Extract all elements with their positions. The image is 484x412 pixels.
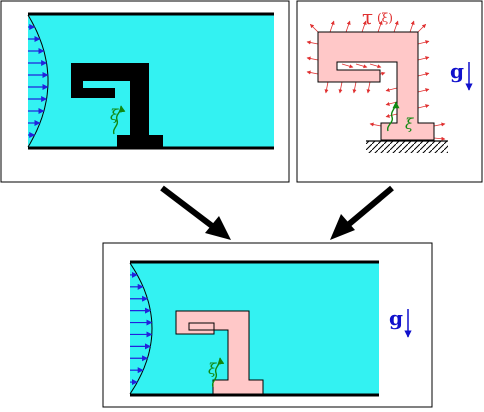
stress-arrow-icon bbox=[324, 81, 329, 94]
curved-coordinate-arrow-icon bbox=[112, 105, 126, 135]
diagonal-arrow-icon bbox=[205, 216, 231, 240]
stress-arrow-icon bbox=[417, 23, 427, 33]
stress-arrow-icon bbox=[369, 122, 382, 127]
stress-arrow-icon bbox=[352, 81, 357, 94]
gravity-label: g bbox=[450, 59, 464, 83]
stress-arrow-icon bbox=[385, 87, 398, 92]
stress-argument: (ξ) bbox=[377, 11, 393, 25]
diagonal-arrow-icon bbox=[330, 214, 355, 240]
coordinate-label: ξ bbox=[110, 106, 119, 124]
stress-arrow-icon bbox=[329, 20, 335, 33]
stress-arrow-icon bbox=[361, 20, 367, 33]
fluid-panel: ξ bbox=[0, 0, 290, 183]
hook-body-soft bbox=[317, 31, 435, 141]
diagonal-arrow-icon bbox=[160, 185, 222, 235]
diagonal-arrow-icon bbox=[340, 185, 394, 233]
combine-arrows bbox=[160, 185, 394, 240]
stress-arrows bbox=[306, 20, 446, 141]
stress-arrow-icon bbox=[306, 56, 319, 61]
panel-frame bbox=[296, 0, 483, 183]
coupled-panel: ξ g bbox=[102, 242, 433, 408]
hook-body-solid bbox=[71, 63, 163, 147]
curved-coordinate-arrow-icon bbox=[211, 357, 225, 388]
stress-arrow-icon bbox=[377, 20, 383, 33]
hook-body-soft bbox=[175, 310, 264, 395]
stress-arrow-icon bbox=[345, 20, 351, 33]
solid-panel: ξ τ (ξ) g bbox=[296, 0, 483, 183]
stress-arrow-icon bbox=[417, 40, 430, 45]
stress-label: τ bbox=[362, 5, 373, 29]
parabolic-velocity-profile-icon bbox=[27, 14, 49, 148]
stress-arrow-icon bbox=[433, 136, 446, 141]
parabolic-velocity-profile-icon bbox=[129, 262, 153, 395]
stress-arrow-icon bbox=[417, 88, 430, 93]
coordinate-label: ξ bbox=[208, 360, 217, 378]
hatched-ground-icon bbox=[366, 141, 448, 153]
stress-arrow-icon bbox=[309, 23, 319, 33]
stress-arrow-icon bbox=[417, 56, 430, 61]
stress-arrow-icon bbox=[366, 81, 371, 94]
gravity-label: g bbox=[389, 306, 403, 330]
stress-arrow-icon bbox=[306, 70, 319, 75]
coordinate-label: ξ bbox=[405, 115, 414, 133]
stress-arrow-icon bbox=[341, 63, 354, 69]
fluid-domain bbox=[28, 13, 274, 149]
stress-arrow-icon bbox=[417, 104, 430, 109]
stress-arrow-icon bbox=[369, 63, 382, 69]
stress-arrow-icon bbox=[417, 72, 430, 77]
stress-arrow-icon bbox=[355, 63, 368, 69]
stress-arrow-icon bbox=[338, 81, 343, 94]
stress-arrow-icon bbox=[306, 40, 319, 45]
stress-arrow-icon bbox=[393, 20, 399, 33]
fluid-domain bbox=[130, 261, 379, 396]
curved-coordinate-arrow-icon bbox=[386, 101, 400, 132]
stress-arrow-icon bbox=[433, 122, 446, 127]
stress-arrow-icon bbox=[409, 20, 415, 33]
